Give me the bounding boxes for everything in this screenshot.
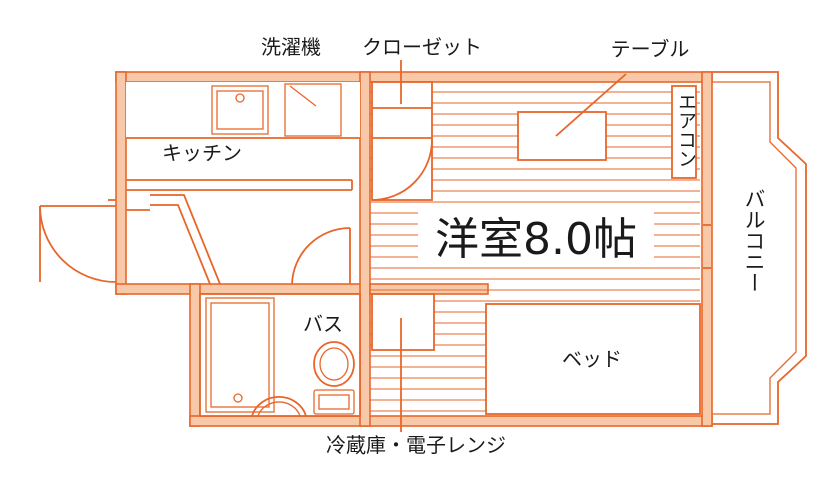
wall-kitchen-bottom bbox=[115, 283, 369, 295]
label-balcony: バルコニー bbox=[742, 188, 766, 293]
walls bbox=[115, 71, 713, 427]
label-kitchen: キッチン bbox=[162, 141, 242, 165]
kitchen-details bbox=[108, 179, 353, 285]
table bbox=[517, 73, 627, 161]
wall-right bbox=[701, 71, 713, 427]
balcony bbox=[703, 71, 807, 425]
wall-left-kitchen bbox=[115, 71, 127, 295]
fridge-space bbox=[371, 293, 435, 432]
label-bed: ベッド bbox=[562, 347, 622, 371]
label-fridge: 冷蔵庫・電子レンジ bbox=[326, 433, 506, 457]
labels: 洗濯機 クローゼット テーブル エアコン キッチン バルコニー バス ベッド 冷… bbox=[162, 35, 766, 457]
aircon-unit bbox=[671, 85, 697, 179]
label-aircon: エアコン bbox=[675, 92, 697, 168]
closet bbox=[371, 60, 433, 201]
room-label: 洋室8.0帖 bbox=[435, 214, 637, 265]
entrance-door bbox=[39, 205, 117, 283]
bathroom bbox=[199, 293, 361, 417]
label-bath: バス bbox=[303, 312, 343, 336]
bath-door bbox=[291, 227, 351, 285]
bed bbox=[485, 303, 701, 415]
room-name: 洋室8.0帖 bbox=[418, 208, 654, 266]
wall-bottom bbox=[189, 415, 713, 427]
wall-fridge-top bbox=[369, 283, 489, 295]
kitchen-counter bbox=[126, 82, 360, 139]
label-washer: 洗濯機 bbox=[261, 35, 321, 59]
label-table: テーブル bbox=[611, 37, 690, 61]
wall-partition bbox=[359, 71, 371, 427]
label-closet: クローゼット bbox=[362, 35, 482, 59]
wall-left-bath bbox=[189, 283, 201, 427]
